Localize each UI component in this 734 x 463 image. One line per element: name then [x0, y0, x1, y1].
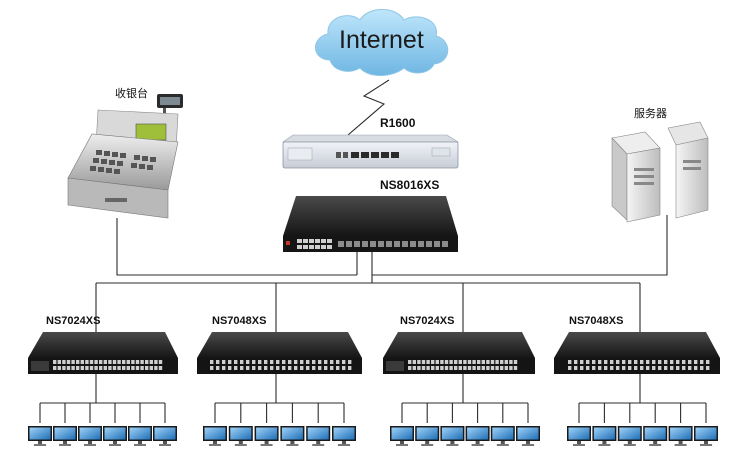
- client-group-3: [390, 374, 540, 446]
- monitor-icon: [465, 426, 490, 446]
- core-switch-top: [283, 196, 458, 236]
- access-switch-3: NS7024XS: [383, 315, 535, 374]
- access-switch-4: NS7048XS: [554, 315, 720, 374]
- core-switch-label: NS8016XS: [380, 178, 439, 192]
- server-device: 服务器: [611, 107, 709, 223]
- access-switch-2-label: NS7048XS: [212, 315, 266, 327]
- monitor-icon: [592, 426, 617, 446]
- access-switch-4-label: NS7048XS: [569, 315, 623, 327]
- access-switch-2-ports: [210, 360, 352, 370]
- wan-link: [347, 79, 390, 136]
- access-switch-1-ports: [53, 360, 163, 370]
- access-switch-1: NS7024XS: [28, 315, 178, 374]
- internet-cloud: Internet: [315, 9, 449, 76]
- client-group-1: [28, 374, 177, 446]
- register-link: [116, 218, 357, 276]
- monitor-icon: [694, 426, 718, 446]
- monitor-icon: [415, 426, 440, 446]
- monitor-icon: [103, 426, 127, 446]
- monitor-icon: [516, 426, 540, 446]
- monitor-icon: [617, 426, 642, 446]
- monitor-icon: [332, 426, 356, 446]
- monitor-icon: [280, 426, 305, 446]
- router-device: R1600: [282, 116, 460, 169]
- server-label: 服务器: [634, 107, 667, 120]
- monitor-icon: [53, 426, 77, 446]
- router-label: R1600: [380, 116, 416, 130]
- access-switch-2: NS7048XS: [197, 315, 362, 374]
- access-switch-3-label: NS7024XS: [400, 315, 454, 327]
- monitor-icon: [490, 426, 515, 446]
- client-groups: [28, 374, 718, 446]
- monitor-icon: [128, 426, 152, 446]
- monitor-icon: [567, 426, 591, 446]
- access-switch-4-ports: [568, 360, 710, 370]
- client-group-4: [567, 374, 718, 446]
- monitor-icon: [390, 426, 414, 446]
- server-tower-right: [675, 137, 709, 219]
- monitor-icon: [153, 426, 177, 446]
- monitor-icon: [203, 426, 227, 446]
- internet-label: Internet: [339, 26, 424, 54]
- monitor-icon: [78, 426, 102, 446]
- monitor-icon: [228, 426, 253, 446]
- monitor-icon: [440, 426, 465, 446]
- access-switch-3-ports: [408, 360, 518, 370]
- monitor-icon: [28, 426, 52, 446]
- access-switch-1-label: NS7024XS: [46, 315, 100, 327]
- monitor-icon: [254, 426, 279, 446]
- server-link: [372, 215, 668, 276]
- router-front-panel: [282, 141, 459, 169]
- core-switch-device: NS8016XS: [283, 178, 458, 252]
- monitor-icon: [668, 426, 693, 446]
- cash-register-device: 收银台: [67, 86, 183, 219]
- connection-lines: [95, 79, 668, 332]
- cash-register-label: 收银台: [115, 86, 148, 100]
- monitor-icon: [306, 426, 331, 446]
- cloud-icon: [315, 9, 449, 76]
- client-group-2: [203, 374, 356, 446]
- monitor-icon: [643, 426, 668, 446]
